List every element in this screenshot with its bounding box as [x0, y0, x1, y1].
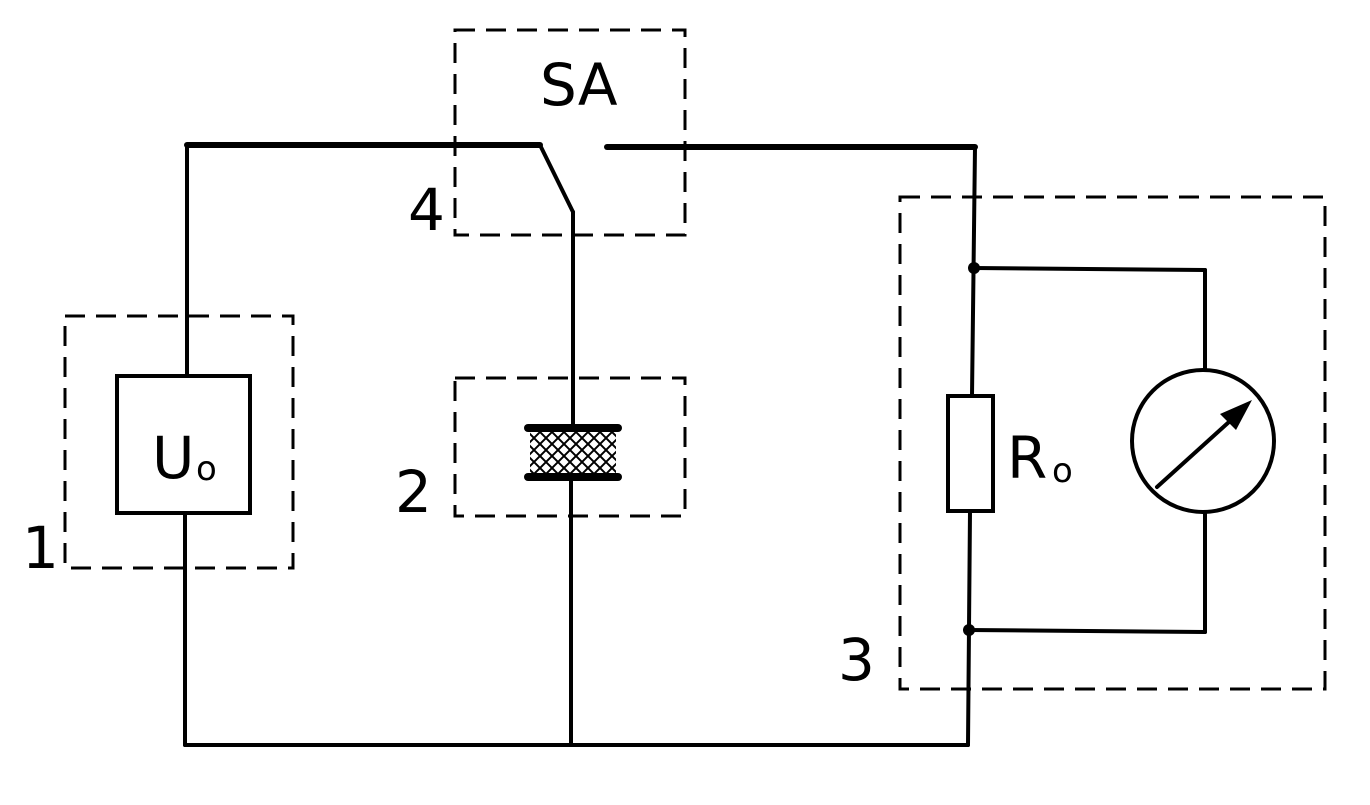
- voltage-source: U o: [115, 374, 252, 515]
- voltage-source-subscript: o: [196, 449, 217, 489]
- block-number-2: 2: [395, 458, 432, 526]
- block-number-3: 3: [838, 626, 875, 694]
- junction-dot-bottom: [963, 624, 975, 636]
- meter-wire-top: [972, 266, 1207, 272]
- block-number-4: 4: [408, 176, 445, 244]
- junction-dot-top: [968, 262, 980, 274]
- voltage-source-symbol: U: [152, 424, 194, 492]
- resistor-icon: [946, 394, 995, 513]
- block-number-1: 1: [22, 514, 59, 582]
- sample-hatched-icon: [524, 424, 622, 481]
- block-meter-box: [898, 195, 1327, 691]
- switch-label: SA: [540, 51, 618, 119]
- switch-contact-icon: [538, 143, 575, 214]
- wires: [183, 142, 1207, 747]
- meter-icon: [1130, 368, 1276, 514]
- resistor-symbol: R: [1007, 424, 1047, 492]
- resistor-subscript: o: [1052, 451, 1073, 491]
- voltage-source-body: [115, 374, 252, 515]
- meter-wire-bottom: [966, 628, 1207, 634]
- block-source-box: [63, 314, 295, 570]
